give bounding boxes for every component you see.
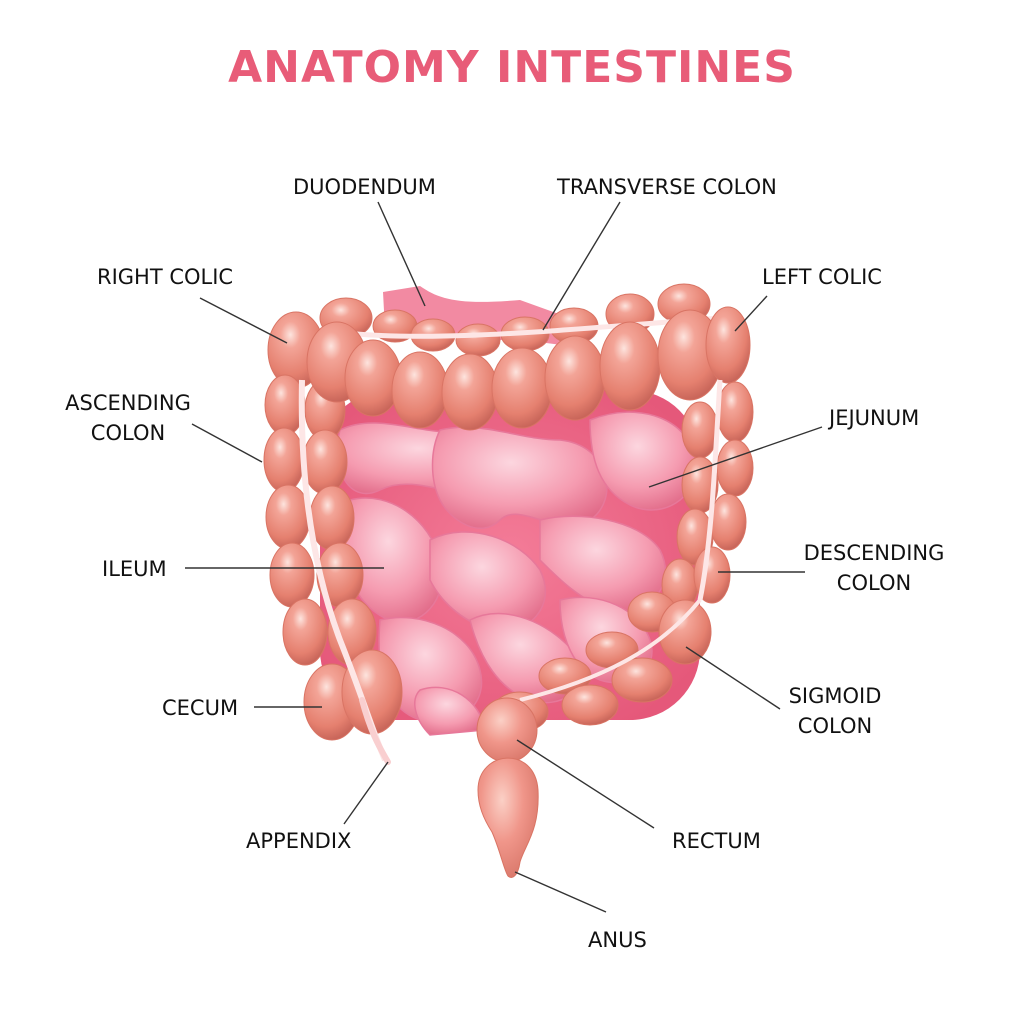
label-descending-colon: DESCENDING COLON bbox=[790, 538, 958, 598]
label-rectum: RECTUM bbox=[672, 829, 761, 853]
label-anus: ANUS bbox=[588, 928, 647, 952]
descending-taenia bbox=[697, 379, 723, 601]
appendix-shape bbox=[359, 697, 391, 765]
small-intestine-loops bbox=[336, 411, 697, 736]
diagram-title: ANATOMY INTESTINES bbox=[228, 42, 796, 93]
label-sigmoid-colon: SIGMOID COLON bbox=[775, 681, 895, 741]
label-ascending-colon-line1: ASCENDING bbox=[65, 391, 191, 415]
label-ileum: ILEUM bbox=[102, 557, 167, 581]
label-jejunum: JEJUNUM bbox=[829, 406, 920, 430]
label-left-colic: LEFT COLIC bbox=[762, 265, 882, 289]
sigmoid-taenia bbox=[519, 598, 702, 702]
label-duodendum: DUODENDUM bbox=[293, 175, 436, 199]
label-sigmoid-colon-line2: COLON bbox=[797, 714, 873, 738]
label-descending-colon-line2: COLON bbox=[836, 571, 912, 595]
label-sigmoid-colon-line1: SIGMOID bbox=[788, 684, 882, 708]
label-right-colic: RIGHT COLIC bbox=[97, 265, 234, 289]
label-ascending-colon: ASCENDING COLON bbox=[50, 388, 206, 448]
descending-colon-haustra bbox=[661, 381, 754, 612]
transverse-taenia bbox=[319, 315, 721, 339]
ascending-colon-haustra bbox=[263, 311, 403, 741]
rectum-shape bbox=[476, 697, 539, 878]
label-descending-colon-line1: DESCENDING bbox=[803, 541, 945, 565]
label-appendix: APPENDIX bbox=[246, 829, 352, 853]
leader-lines bbox=[185, 201, 823, 913]
label-transverse-colon: TRANSVERSE COLON bbox=[557, 175, 777, 199]
label-cecum: CECUM bbox=[162, 696, 239, 720]
label-ascending-colon-line2: COLON bbox=[90, 421, 166, 445]
